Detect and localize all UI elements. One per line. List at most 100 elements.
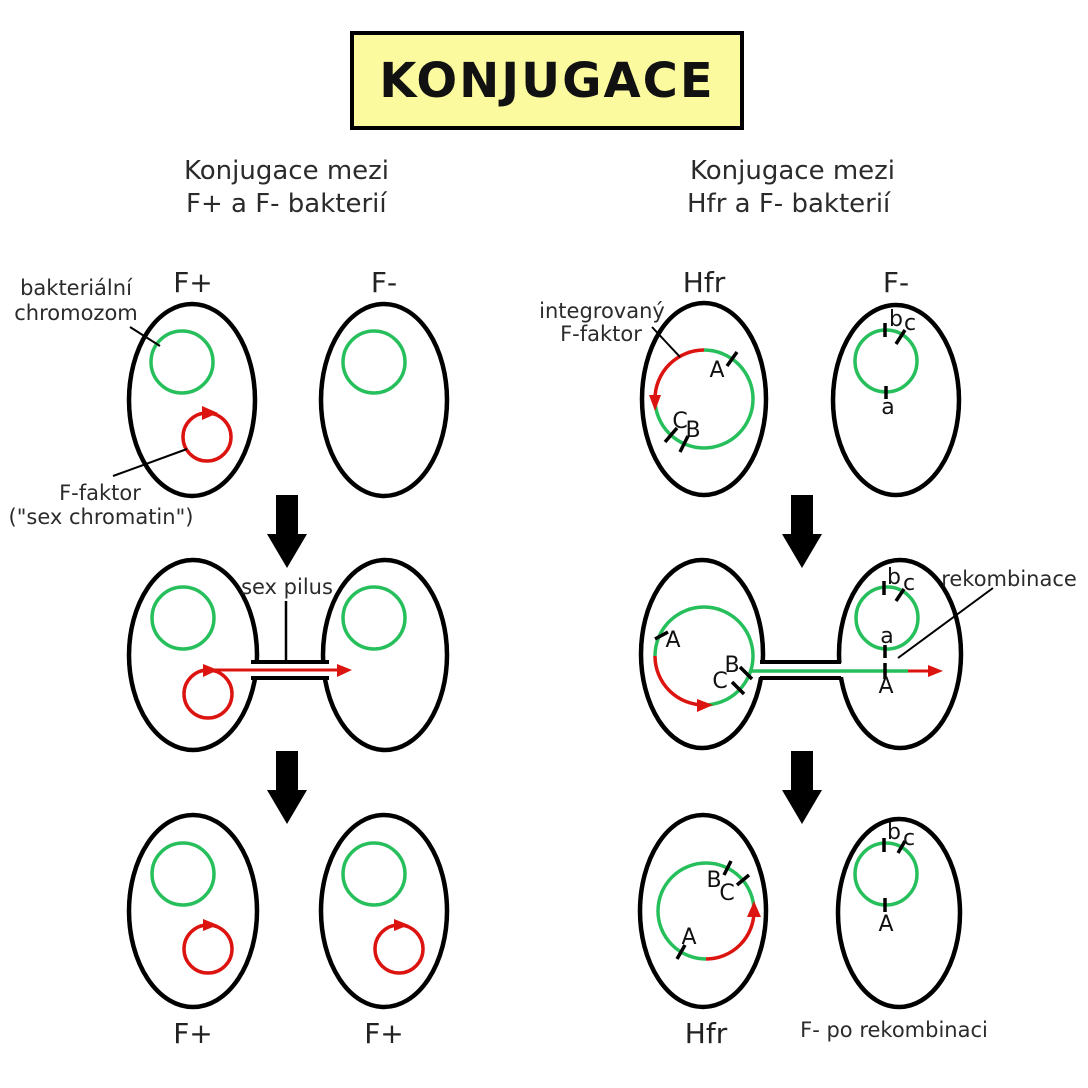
integrated-f-factor-annotation-line2: F-faktor (560, 322, 642, 346)
cell-label-f-plus: F+ (173, 1017, 213, 1050)
f-factor-direction-arrowhead (649, 395, 661, 411)
integrated-f-factor-red-arc (653, 348, 705, 400)
down-arrow (782, 751, 822, 824)
recipient-cell-outline (320, 557, 450, 753)
gene-marker-C-tick (735, 873, 751, 887)
f-factor-direction-arrowhead (203, 919, 218, 931)
gene-marker-B-tick (738, 665, 754, 681)
f-factor-plasmid-circle (181, 411, 233, 463)
gene-marker-c-tick (896, 840, 907, 854)
right-step1: Hfr A B C integrovaný F-faktor F- b c a (539, 266, 962, 498)
left-step3: F+ F+ (126, 812, 450, 1050)
gene-marker-B-label: B (685, 418, 700, 443)
down-arrow (267, 751, 307, 824)
gene-marker-B-label: B (706, 868, 721, 893)
title-box (350, 31, 744, 130)
gene-marker-C-label: C (719, 881, 734, 906)
left-step2: sex pilus (126, 557, 450, 753)
cell-label-f-minus: F- (371, 266, 397, 299)
f-plus-cell-outline (126, 812, 260, 1010)
f-factor-plasmid-circle (182, 923, 234, 975)
gene-marker-c-tick (894, 588, 906, 602)
integrated-f-factor-red-arc (653, 655, 705, 707)
f-factor-plasmid-circle (182, 668, 234, 720)
page-title: KONJUGACE (379, 53, 714, 109)
recipient-cell-outline (836, 557, 964, 751)
cell-label-f-minus: F- (883, 266, 909, 299)
gene-marker-A-tick (725, 350, 739, 368)
bacterial-chromosome-circle (341, 585, 407, 651)
f-factor-direction-arrowhead (697, 699, 713, 712)
right-heading-line2: Hfr a F- bakterií (687, 189, 891, 219)
bacterial-chromosome-circle (149, 329, 215, 395)
f-factor-direction-arrowhead (747, 901, 761, 917)
gene-marker-B-tick (722, 860, 733, 876)
gene-marker-A-label: A (665, 628, 680, 653)
gene-marker-C-tick (730, 680, 746, 696)
integrated-f-factor-annotation-line (651, 326, 681, 358)
down-arrow (267, 495, 307, 568)
recombination-annotation-line (897, 587, 994, 659)
integrated-f-factor-red-arc (705, 910, 756, 961)
f-factor-annotation-line2: ("sex chromatin") (9, 505, 194, 529)
recipient-chromosome-circle (854, 585, 920, 651)
donor-cell-outline (126, 557, 260, 753)
gene-marker-a-label: a (880, 624, 893, 649)
gene-marker-C-label: C (712, 669, 727, 694)
sex-pilus-annotation: sex pilus (241, 575, 333, 599)
gene-marker-b-label: b (889, 307, 903, 332)
recombination-annotation: rekombinace (941, 567, 1077, 591)
cell-label-hfr: Hfr (683, 266, 726, 299)
chromosome-annotation-line2: chromozom (14, 301, 138, 325)
gene-marker-A-label: A (709, 358, 724, 383)
gene-marker-A-tick (675, 944, 687, 960)
gene-marker-B-label: B (724, 653, 739, 678)
f-factor-direction-arrowhead (394, 919, 409, 931)
recipient-chromosome-circle (853, 841, 919, 907)
right-step3: B C A Hfr b c A F- po rekombinaci (637, 812, 988, 1050)
cell-label-f-minus-recombined: F- po rekombinaci (800, 1018, 988, 1042)
title-banner: KONJUGACE (350, 31, 744, 130)
cell-label-f-plus: F+ (173, 266, 213, 299)
cell-label-f-plus: F+ (364, 1017, 404, 1050)
gene-marker-C-tick (663, 426, 679, 444)
gene-marker-A-label: A (681, 925, 696, 950)
gene-marker-c-label: c (903, 571, 915, 596)
transfer-direction-arrowhead (928, 665, 943, 677)
transfer-direction-arrowhead (203, 664, 218, 677)
transfer-direction-arrowhead (337, 664, 352, 677)
hfr-cell-outline (638, 557, 766, 751)
gene-marker-C-label: C (672, 409, 687, 434)
gene-marker-b-label: b (887, 820, 901, 845)
f-minus-cell-outline (318, 301, 450, 499)
bacterial-chromosome-circle (150, 585, 216, 651)
integrated-f-factor-annotation-line1: integrovaný (539, 299, 665, 323)
f-factor-plasmid-circle (373, 923, 425, 975)
hfr-chromosome-green-arc (653, 605, 755, 707)
f-factor-annotation-line (112, 448, 188, 477)
gene-marker-A-tick (654, 630, 669, 641)
bacterial-chromosome-circle (341, 329, 407, 395)
hfr-chromosome-green-arc (653, 348, 755, 450)
gene-marker-b-label: b (887, 565, 901, 590)
gene-marker-B-tick (678, 435, 690, 453)
gene-marker-A-label: A (878, 674, 893, 699)
recipient-chromosome-circle (853, 328, 919, 394)
f-factor-direction-arrowhead (202, 406, 218, 420)
recombined-f-minus-cell-outline (835, 816, 963, 1010)
right-heading-line1: Konjugace mezi (690, 156, 895, 186)
gene-marker-a-label: a (881, 395, 894, 420)
chromosome-annotation-line1: bakteriální (20, 276, 133, 300)
hfr-cell-outline (637, 812, 769, 1010)
f-factor-annotation-line1: F-faktor (59, 481, 141, 505)
gene-marker-c-label: c (904, 311, 916, 336)
gene-marker-A-label: A (878, 912, 893, 937)
hfr-cell-outline (639, 300, 769, 498)
right-step2: A B C b c a A rekombinace (638, 557, 1077, 751)
cell-label-hfr: Hfr (685, 1017, 728, 1050)
left-step1: F+ bakteriální chromozom F-faktor ("sex … (9, 266, 450, 529)
f-minus-cell-outline (830, 302, 962, 498)
f-plus-cell-outline (318, 812, 450, 1010)
